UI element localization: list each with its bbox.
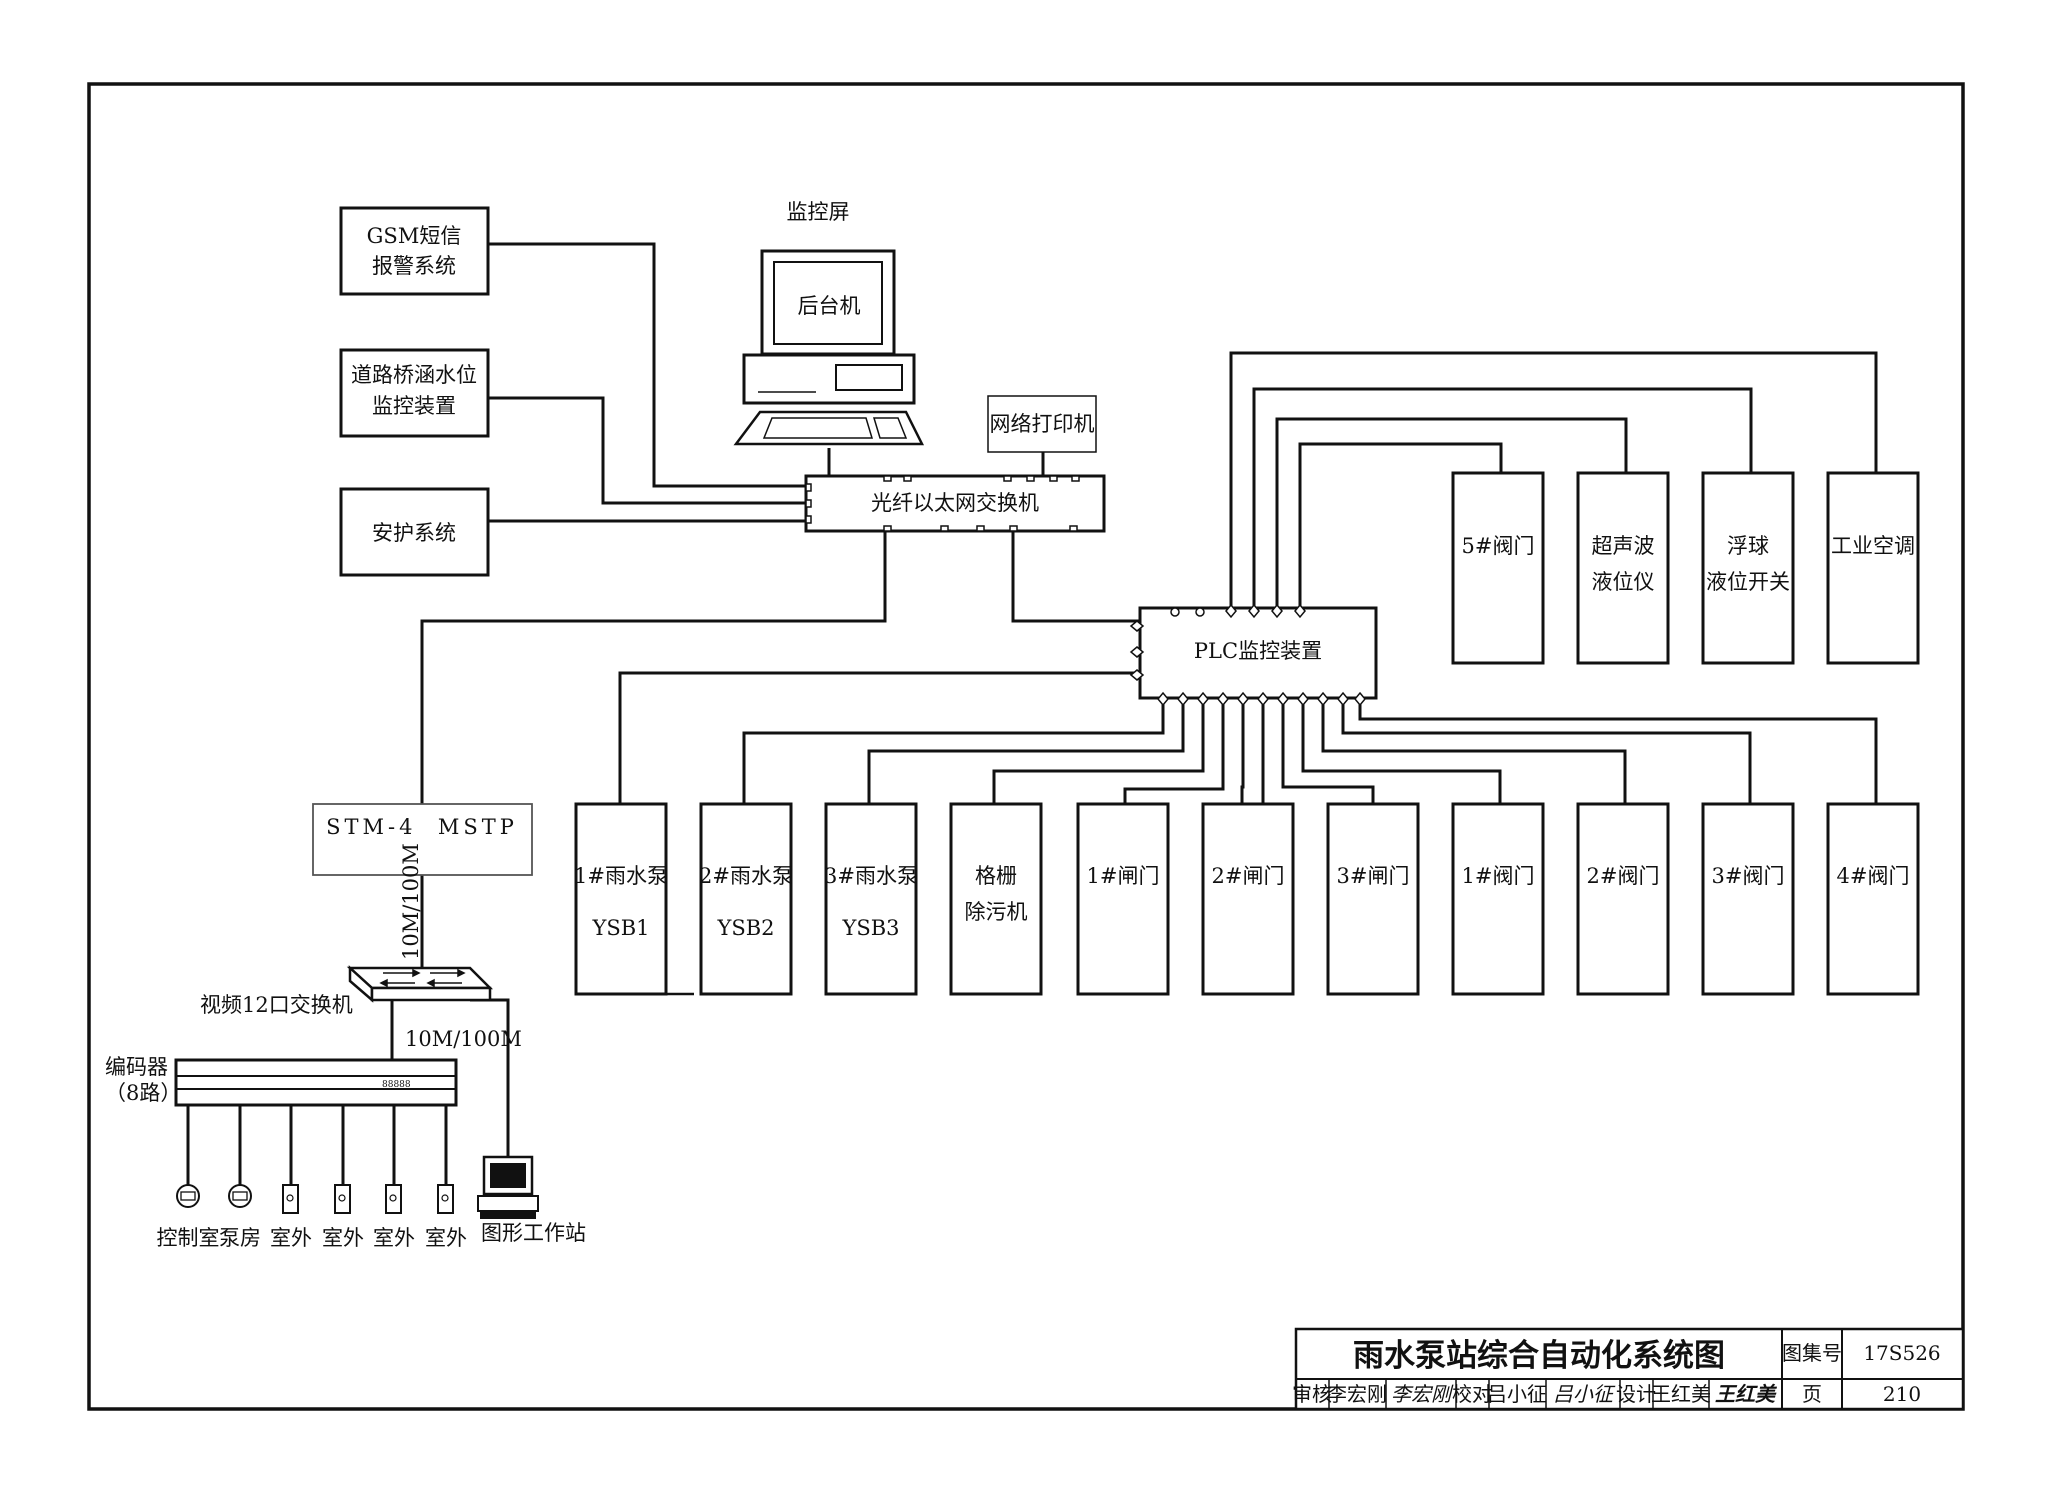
- video-12-port-switch-icon: [346, 965, 494, 1003]
- bottom-device-label: 3#闸门: [1337, 864, 1410, 888]
- bottom-device-label: 格栅: [975, 864, 1017, 888]
- bottom-device-label: 除污机: [965, 900, 1028, 924]
- camera-location-label: 室外: [270, 1226, 312, 1250]
- page-label: 页: [1802, 1382, 1822, 1406]
- top-device-ultrasonic-level: 超声波 液位仪: [1576, 471, 1670, 665]
- bottom-device-label: 1#阀门: [1462, 864, 1535, 888]
- camera-control-room: 控制室: [157, 1184, 220, 1250]
- drawing-frame: [87, 82, 1965, 1411]
- bottom-device-pump-3: 3#雨水泵 YSB3: [824, 802, 918, 996]
- bottom-device-label: 1#闸门: [1087, 864, 1160, 888]
- vertical-link-speed: 10M/100M: [399, 843, 423, 960]
- graphic-workstation-label: 图形工作站: [481, 1221, 586, 1245]
- bottom-device-gate-2: 2#闸门: [1201, 802, 1295, 996]
- atlas-number-label: 图集号: [1782, 1341, 1842, 1365]
- page-number: 210: [1883, 1382, 1921, 1406]
- top-device-label: 浮球: [1727, 534, 1769, 558]
- title-block: 雨水泵站综合自动化系统图 图集号 17S526 审核 李宏刚 李宏刚 校对 吕小…: [1292, 1327, 1965, 1411]
- camera-location-label: 室外: [373, 1226, 415, 1250]
- top-device-industrial-ac: 工业空调: [1826, 471, 1920, 665]
- review-label: 审核: [1292, 1382, 1332, 1406]
- reviewer-signature: 李宏刚: [1391, 1382, 1454, 1406]
- gsm-alarm-line-2: 报警系统: [372, 254, 456, 278]
- fiber-ethernet-switch: 光纤以太网交换机: [804, 474, 1106, 533]
- top-device-float-switch: 浮球 液位开关: [1701, 471, 1795, 665]
- monitor-computer-icon: 监控屏 后台机: [733, 200, 925, 446]
- graphic-workstation-icon: 图形工作站: [477, 1155, 586, 1245]
- design-label: 设计: [1616, 1382, 1656, 1406]
- bridge-monitor-line-2: 监控装置: [372, 394, 456, 418]
- security-system-label: 安护系统: [372, 521, 456, 545]
- drawing-title: 雨水泵站综合自动化系统图: [1353, 1338, 1725, 1374]
- security-system: 安护系统: [339, 487, 490, 577]
- camera-outdoor-1: 室外: [270, 1184, 312, 1250]
- camera-location-label: 泵房: [219, 1226, 261, 1250]
- bottom-device-label: 2#闸门: [1212, 864, 1285, 888]
- camera-outdoor-4: 室外: [425, 1184, 467, 1250]
- network-printer-label: 网络打印机: [990, 412, 1095, 436]
- bridge-water-level-monitor: 道路桥涵水位 监控装置: [339, 348, 490, 438]
- top-device-5-valve: 5#阀门: [1451, 471, 1545, 665]
- top-device-label: 5#阀门: [1462, 534, 1535, 558]
- top-device-label: 液位开关: [1706, 570, 1790, 594]
- bottom-device-label: YSB1: [591, 916, 649, 940]
- camera-outdoor-3: 室外: [373, 1184, 415, 1250]
- check-label: 校对: [1452, 1382, 1492, 1406]
- gsm-alarm-line-1: GSM短信: [367, 224, 462, 248]
- video-encoder-8ch: 编码器 （8路） 88888: [105, 1055, 458, 1107]
- bottom-device-valve-3: 3#阀门: [1701, 802, 1795, 996]
- checker-name: 吕小征: [1487, 1382, 1547, 1406]
- bottom-device-gate-1: 1#闸门: [1076, 802, 1170, 996]
- plc-monitoring-device: PLC监控装置: [1129, 603, 1378, 707]
- bottom-device-label: YSB2: [716, 916, 774, 940]
- encoder-label: 编码器: [105, 1055, 168, 1079]
- designer-name: 王红美: [1651, 1382, 1711, 1406]
- camera-outdoor-2: 室外: [322, 1184, 364, 1250]
- atlas-number: 17S526: [1863, 1341, 1940, 1365]
- fiber-switch-label: 光纤以太网交换机: [871, 491, 1039, 515]
- camera-location-label: 控制室: [157, 1226, 220, 1250]
- stm4-mstp-device: STM-4 MSTP: [312, 803, 533, 876]
- camera-pump-room: 泵房: [219, 1184, 261, 1250]
- bottom-device-gate-3: 3#闸门: [1326, 802, 1420, 996]
- bridge-monitor-line-1: 道路桥涵水位: [351, 363, 477, 387]
- bottom-device-label: 1#雨水泵: [574, 864, 668, 888]
- top-device-label: 液位仪: [1592, 570, 1655, 594]
- reviewer-name: 李宏刚: [1327, 1382, 1387, 1406]
- bottom-device-pump-1: 1#雨水泵 YSB1: [574, 802, 668, 996]
- bottom-device-label: 3#雨水泵: [824, 864, 918, 888]
- bottom-device-grille-cleaner: 格栅 除污机: [949, 802, 1043, 996]
- backend-host-label: 后台机: [798, 294, 861, 318]
- monitor-screen-caption: 监控屏: [787, 200, 850, 224]
- camera-location-label: 室外: [322, 1226, 364, 1250]
- gsm-alarm-system: GSM短信 报警系统: [339, 206, 490, 296]
- checker-signature: 吕小征: [1553, 1382, 1616, 1406]
- plc-label: PLC监控装置: [1194, 639, 1322, 663]
- encoder-channel-count: （8路）: [105, 1081, 181, 1105]
- bottom-device-pump-2: 2#雨水泵 YSB2: [699, 802, 793, 996]
- bottom-device-label: 4#阀门: [1837, 864, 1910, 888]
- horizontal-link-speed: 10M/100M: [405, 1027, 522, 1051]
- connection-lines: [186, 242, 1878, 1185]
- stm4-mstp-label: STM-4 MSTP: [326, 815, 518, 839]
- top-device-label: 超声波: [1592, 534, 1655, 558]
- bottom-device-valve-1: 1#阀门: [1451, 802, 1545, 996]
- bottom-device-label: 3#阀门: [1712, 864, 1785, 888]
- designer-signature: 王红美: [1715, 1382, 1778, 1406]
- bottom-device-valve-4: 4#阀门: [1826, 802, 1920, 996]
- bottom-device-valve-2: 2#阀门: [1576, 802, 1670, 996]
- bottom-device-label: 2#雨水泵: [699, 864, 793, 888]
- encoder-display: 88888: [382, 1080, 411, 1090]
- bottom-device-label: 2#阀门: [1587, 864, 1660, 888]
- video-switch-label: 视频12口交换机: [200, 993, 353, 1017]
- network-printer: 网络打印机: [987, 395, 1097, 453]
- camera-location-label: 室外: [425, 1226, 467, 1250]
- bottom-device-label: YSB3: [841, 916, 899, 940]
- top-device-label: 工业空调: [1831, 534, 1915, 558]
